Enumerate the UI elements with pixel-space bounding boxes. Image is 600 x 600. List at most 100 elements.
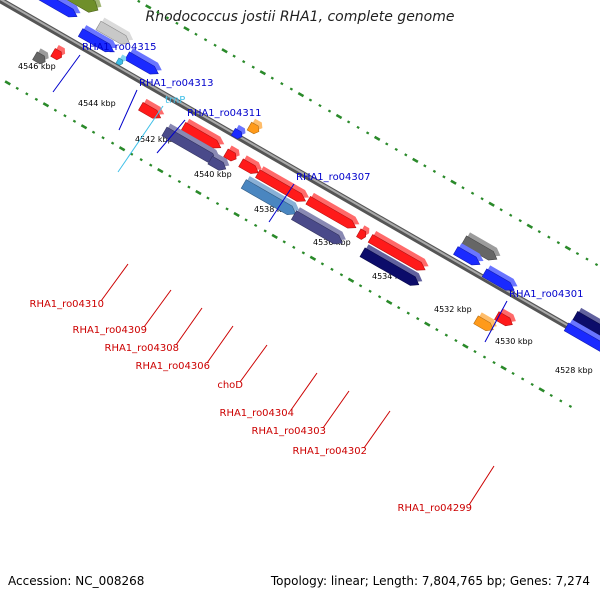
- label-leader-line: [175, 307, 203, 346]
- scale-dot: [330, 267, 334, 271]
- scale-dot: [203, 38, 208, 42]
- scale-dot: [42, 102, 50, 108]
- gene-feature[interactable]: [572, 307, 600, 349]
- scale-dot: [473, 349, 477, 354]
- gene-feature-body: [115, 57, 123, 66]
- scale-dot: [225, 207, 229, 211]
- gene-label[interactable]: RHA1_ro04315: [82, 42, 157, 53]
- gene-feature[interactable]: [95, 17, 134, 45]
- gene-feature[interactable]: [77, 25, 117, 53]
- scale-dot: [435, 328, 439, 332]
- gene-feature[interactable]: [359, 244, 423, 286]
- scale-tick-label: 4540 kbp: [194, 170, 232, 179]
- gene-label[interactable]: RHA1_ro04299: [398, 503, 473, 514]
- gene-feature[interactable]: [481, 265, 518, 291]
- scale-dot: [53, 108, 58, 112]
- scale-dot: [444, 333, 449, 337]
- gene-label[interactable]: RHA1_ro04304: [220, 408, 295, 419]
- gene-feature-body: [290, 210, 343, 245]
- scale-tick-label: 4534 kbp: [372, 272, 410, 281]
- gene-feature-top: [81, 25, 117, 49]
- scale-dot: [480, 197, 484, 201]
- gene-label[interactable]: RHA1_ro04306: [136, 361, 211, 372]
- scale-dot: [385, 299, 393, 305]
- scale-dot: [280, 82, 284, 86]
- scale-dots: [4, 0, 599, 408]
- scale-dot: [404, 153, 408, 157]
- scale-dot: [500, 365, 507, 371]
- scale-dot: [346, 120, 351, 124]
- scale-dot: [482, 355, 487, 359]
- gene-feature[interactable]: [115, 54, 127, 66]
- gene-feature-body: [246, 121, 260, 135]
- scale-dot: [373, 135, 381, 142]
- gene-feature-body: [481, 268, 515, 291]
- gene-feature[interactable]: [207, 152, 230, 171]
- scale-dot: [520, 377, 525, 381]
- scale-dot: [530, 382, 534, 387]
- gene-feature[interactable]: [138, 98, 165, 119]
- gene-feature[interactable]: [246, 118, 263, 135]
- gene-label[interactable]: RHA1_ro04307: [296, 172, 371, 183]
- gene-feature-body: [77, 28, 114, 53]
- scale-dot: [462, 343, 469, 349]
- gene-label[interactable]: RHA1_ro04308: [105, 343, 180, 354]
- scale-dot: [394, 147, 398, 152]
- scale-dot: [549, 393, 553, 398]
- gene-feature[interactable]: [461, 232, 501, 261]
- gene-feature[interactable]: [473, 312, 497, 332]
- gene-feature[interactable]: [50, 45, 66, 61]
- gene-feature[interactable]: [32, 48, 49, 65]
- gene-feature-top: [498, 308, 516, 323]
- scale-dot: [244, 218, 248, 222]
- gene-feature[interactable]: [223, 145, 240, 162]
- gene-feature[interactable]: [367, 231, 429, 271]
- label-leader-line: [118, 89, 138, 131]
- gene-feature-body: [453, 246, 481, 266]
- gene-label[interactable]: trnP: [165, 95, 185, 106]
- gene-feature-body: [473, 315, 494, 332]
- gene-feature[interactable]: [356, 225, 370, 240]
- gene-label[interactable]: RHA1_ro04302: [293, 446, 368, 457]
- scale-dot: [175, 21, 179, 25]
- scale-dot: [424, 321, 431, 327]
- scale-dot: [470, 191, 475, 195]
- gene-label[interactable]: RHA1_ro04301: [509, 289, 584, 300]
- gene-feature[interactable]: [290, 207, 346, 245]
- scale-dot: [423, 164, 427, 168]
- gene-feature[interactable]: [494, 308, 516, 327]
- genome-backbone: [0, 0, 600, 349]
- scale-dot: [575, 251, 580, 256]
- gene-feature[interactable]: [453, 243, 484, 266]
- gene-feature-top: [477, 312, 497, 328]
- scale-dot: [461, 186, 465, 190]
- gene-feature-body: [305, 195, 357, 229]
- scale-dot: [526, 223, 534, 229]
- gene-feature[interactable]: [563, 319, 600, 361]
- gene-label[interactable]: RHA1_ro04313: [139, 78, 214, 89]
- scale-dot: [368, 289, 372, 293]
- gene-feature[interactable]: [1, 0, 81, 18]
- gene-feature-top: [259, 166, 309, 198]
- gene-feature[interactable]: [240, 176, 300, 216]
- scale-dot: [156, 10, 160, 14]
- label-leader-line: [363, 410, 391, 449]
- scale-dot: [385, 142, 389, 146]
- gene-feature[interactable]: [255, 166, 310, 202]
- scale-dot: [149, 163, 153, 167]
- gene-feature[interactable]: [180, 118, 225, 149]
- scale-dot: [488, 201, 495, 207]
- gene-label[interactable]: RHA1_ro04311: [187, 108, 262, 119]
- gene-label[interactable]: RHA1_ro04303: [252, 426, 327, 437]
- gene-feature[interactable]: [238, 155, 262, 174]
- gene-label[interactable]: choD: [217, 380, 243, 391]
- gene-feature[interactable]: [230, 124, 246, 140]
- gene-label[interactable]: RHA1_ro04310: [30, 299, 105, 310]
- gene-feature-top: [371, 231, 429, 267]
- gene-label[interactable]: RHA1_ro04309: [73, 325, 148, 336]
- scale-dot: [145, 4, 152, 10]
- gene-feature[interactable]: [18, 0, 102, 13]
- gene-feature[interactable]: [305, 192, 360, 229]
- scale-dot: [568, 404, 573, 408]
